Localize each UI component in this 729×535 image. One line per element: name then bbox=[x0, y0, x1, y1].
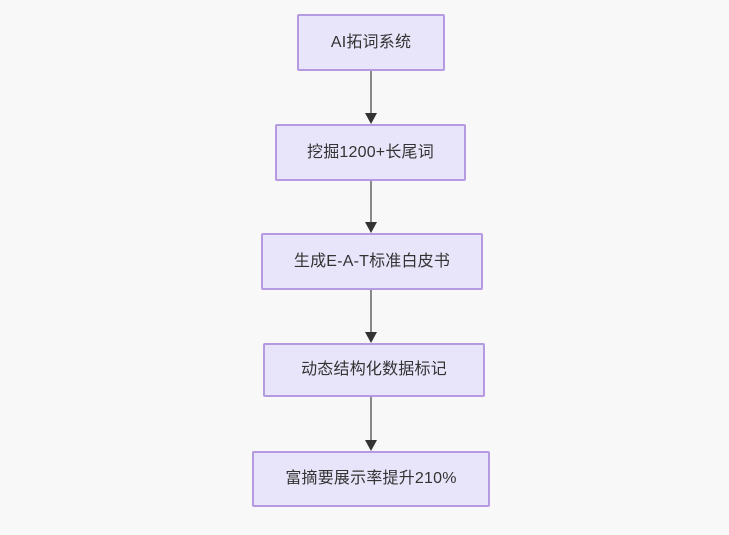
arrow-down-icon bbox=[365, 181, 377, 233]
flow-node-label: 富摘要展示率提升210% bbox=[285, 470, 457, 488]
flow-edge-2 bbox=[359, 181, 383, 233]
flow-node-label: AI拓词系统 bbox=[330, 33, 412, 51]
arrow-down-icon bbox=[365, 71, 377, 124]
arrow-down-icon bbox=[365, 397, 377, 451]
flow-node-mine-longtail-keywords[interactable]: 挖掘1200+长尾词 bbox=[275, 124, 466, 181]
flow-node-generate-eat-whitepaper[interactable]: 生成E-A-T标准白皮书 bbox=[261, 233, 483, 290]
flow-edge-1 bbox=[359, 71, 383, 124]
arrow-down-icon bbox=[365, 290, 377, 343]
flow-node-label: 动态结构化数据标记 bbox=[301, 361, 447, 379]
flow-node-label: 生成E-A-T标准白皮书 bbox=[293, 252, 451, 270]
flow-node-rich-snippet-impression-lift[interactable]: 富摘要展示率提升210% bbox=[252, 451, 490, 507]
flow-edge-3 bbox=[359, 290, 383, 343]
flow-node-dynamic-structured-data-markup[interactable]: 动态结构化数据标记 bbox=[263, 343, 485, 397]
flow-edge-4 bbox=[359, 397, 383, 451]
flow-node-ai-keyword-system[interactable]: AI拓词系统 bbox=[297, 14, 445, 71]
flow-node-label: 挖掘1200+长尾词 bbox=[307, 143, 434, 161]
